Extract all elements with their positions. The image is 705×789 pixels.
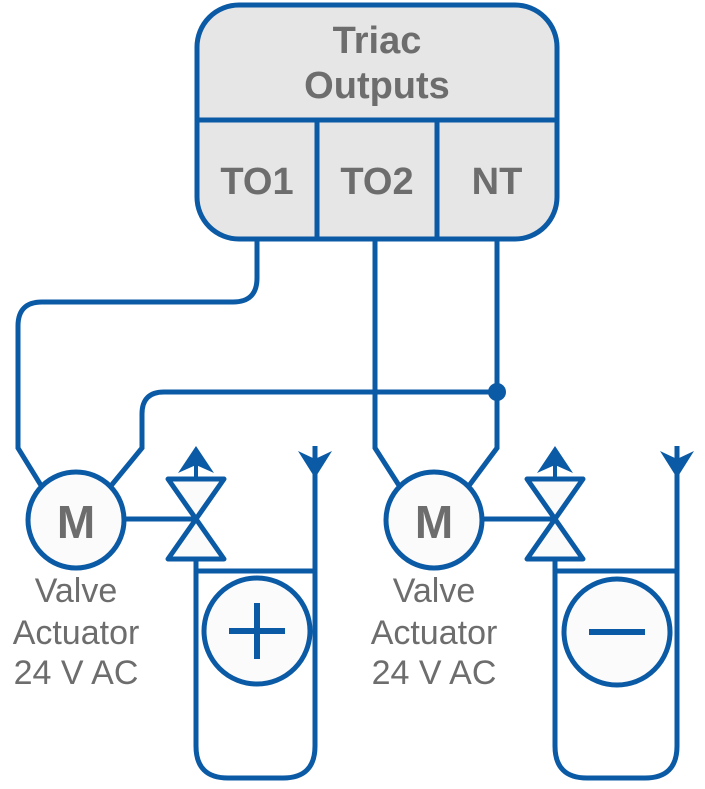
right-valve-bottom-triangle	[524, 516, 586, 562]
right-valve-icon	[524, 446, 586, 562]
right-actuator: M Valve Actuator 24 V AC	[371, 446, 694, 781]
right-flow-up-arrow-icon	[537, 446, 573, 473]
wiring	[15, 237, 506, 489]
junction-dot	[488, 383, 506, 401]
terminal-label-nt: NT	[472, 161, 523, 203]
left-caption-line3: 24 V AC	[14, 654, 139, 692]
left-flow-down-arrow-icon	[298, 451, 332, 478]
triac-outputs-block: Triac Outputs TO1 TO2 NT	[194, 2, 560, 242]
right-valve-top-triangle	[524, 476, 586, 522]
left-valve-bottom-triangle	[165, 516, 227, 562]
left-caption-line2: Actuator	[13, 614, 140, 652]
left-caption-line1: Valve	[35, 572, 118, 610]
left-valve-top-triangle	[165, 476, 227, 522]
right-return-loop	[552, 446, 680, 781]
left-motor-label: M	[57, 496, 95, 548]
right-flow-down-arrow-icon	[660, 451, 694, 478]
wire-nt-branch-to-left-motor	[108, 389, 497, 489]
terminal-label-to1: TO1	[220, 161, 293, 203]
left-valve-icon	[165, 446, 227, 562]
wire-to1-to-left-motor	[15, 237, 260, 489]
right-motor-label: M	[415, 496, 453, 548]
wire-nt-to-right-motor	[465, 237, 500, 489]
left-flow-up-arrow-icon	[178, 446, 214, 473]
wire-to2-to-right-motor	[372, 237, 403, 489]
right-polarity-symbol-minus	[561, 576, 673, 688]
left-actuator: M Valve Actuator 24 V AC	[13, 446, 332, 781]
right-caption-line2: Actuator	[371, 614, 498, 652]
block-title-line1: Triac	[333, 20, 422, 62]
left-polarity-symbol-plus	[201, 575, 313, 687]
right-caption-line3: 24 V AC	[372, 654, 497, 692]
block-title-line2: Outputs	[304, 65, 450, 107]
right-caption-line1: Valve	[393, 572, 476, 610]
terminal-label-to2: TO2	[340, 161, 413, 203]
left-return-loop	[193, 446, 318, 781]
